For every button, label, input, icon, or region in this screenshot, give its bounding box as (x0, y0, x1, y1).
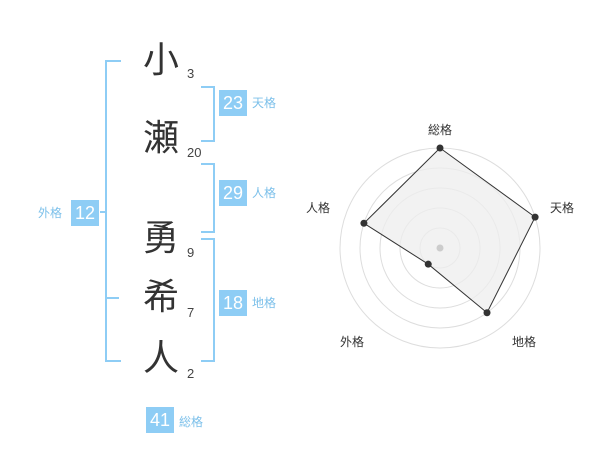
soukaku-label: 総格 (179, 415, 204, 429)
radar-ring-3 (379, 187, 501, 309)
jinkaku-label: 人格 (252, 186, 277, 200)
radar-ring-5 (339, 147, 541, 349)
radar-point-1 (531, 213, 539, 221)
axis-label-gaikaku: 外格 (340, 334, 364, 349)
gaikaku-connector (100, 211, 105, 213)
radar-ring-1 (419, 227, 461, 269)
radar-ring-2 (399, 207, 481, 289)
axis-label-soukaku: 総格 (428, 122, 452, 137)
tenkaku-label: 天格 (252, 96, 277, 110)
tenkaku-bracket (201, 86, 215, 142)
chikaku-bracket (201, 238, 215, 362)
radar-ring-4 (359, 167, 521, 329)
gaikaku-label: 外格 (38, 206, 63, 220)
jinkaku-bracket (201, 163, 215, 233)
stroke-count-2: 20 (187, 145, 202, 160)
name-char-1: 小 (142, 40, 179, 81)
soukaku-value: 41 (146, 407, 174, 433)
tenkaku-value: 23 (219, 90, 247, 116)
chikaku-value: 18 (219, 290, 247, 316)
stroke-count-3: 9 (187, 245, 195, 260)
name-char-3: 勇 (142, 218, 179, 259)
name-char-4: 希 (142, 277, 179, 318)
name-char-2: 瀬 (142, 118, 179, 159)
radar-point-0 (436, 144, 444, 152)
axis-label-tenkaku: 天格 (550, 200, 574, 215)
axis-label-jinkaku: 人格 (306, 200, 330, 215)
gaikaku-value: 12 (71, 200, 99, 226)
chikaku-label: 地格 (252, 296, 277, 310)
name-char-5: 人 (142, 338, 179, 379)
radar-point-4 (360, 219, 368, 227)
radar-polygon (363, 147, 536, 314)
radar-point-2 (483, 309, 491, 317)
gaikaku-bracket (105, 60, 121, 362)
radar-point-3 (424, 260, 432, 268)
stroke-count-1: 3 (187, 66, 195, 81)
stroke-count-4: 7 (187, 305, 195, 320)
radar-center-dot (436, 244, 444, 252)
gaikaku-bracket-tick (105, 297, 119, 299)
stroke-count-5: 2 (187, 366, 195, 381)
jinkaku-value: 29 (219, 180, 247, 206)
axis-label-chikaku: 地格 (512, 334, 536, 349)
